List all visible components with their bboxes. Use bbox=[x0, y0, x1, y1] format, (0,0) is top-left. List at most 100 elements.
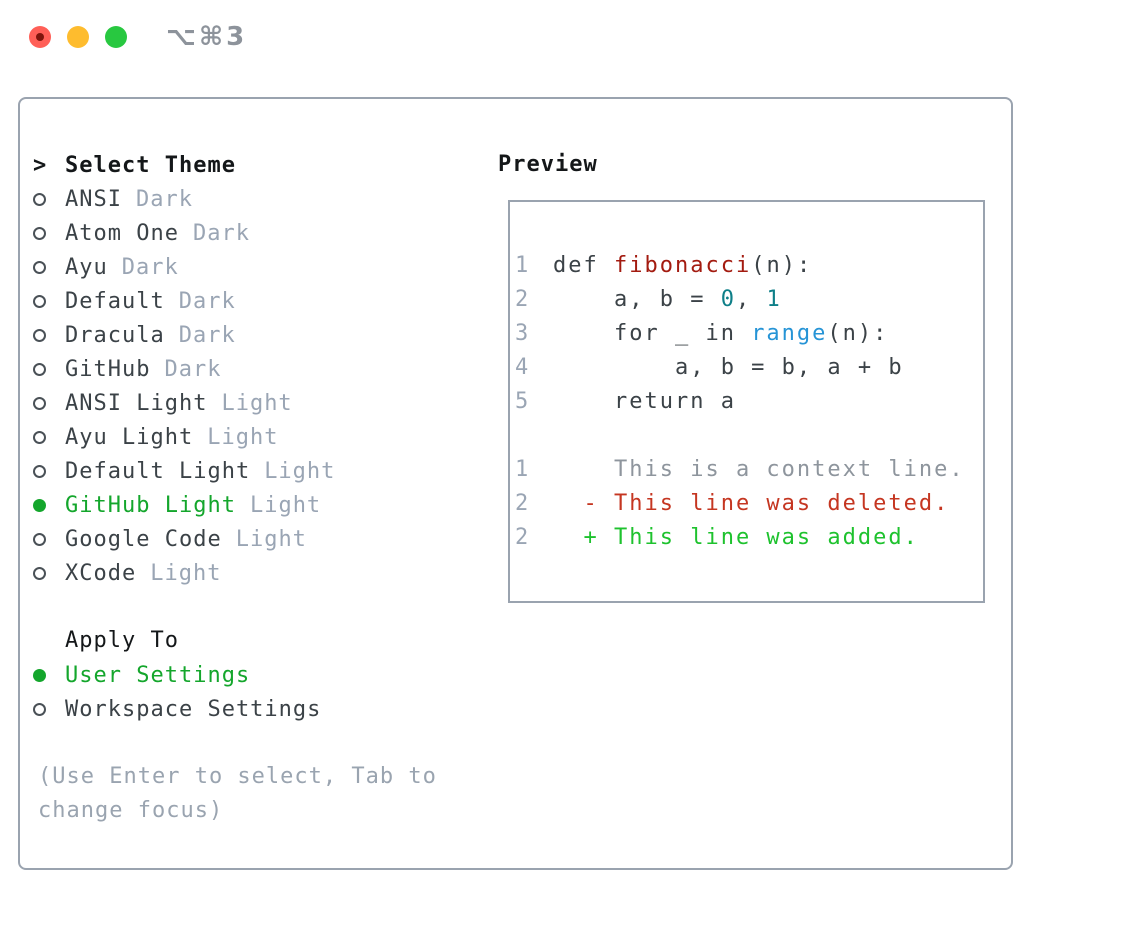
apply-option-label: User Settings bbox=[65, 662, 251, 688]
radio-selected-icon bbox=[33, 498, 46, 512]
line-content: This is a context line. bbox=[553, 453, 965, 487]
line-number: 4 bbox=[515, 355, 531, 380]
apply-option-user-settings[interactable]: User Settings bbox=[33, 658, 321, 692]
code-line: 2 - This line was deleted. bbox=[510, 487, 983, 521]
code-token-fg: def bbox=[553, 253, 614, 278]
zoom-button[interactable] bbox=[105, 26, 127, 48]
radio-slot bbox=[33, 430, 65, 444]
radio-icon bbox=[33, 396, 46, 410]
apply-to-title: Apply To bbox=[65, 628, 179, 653]
prompt-slot: > bbox=[33, 153, 65, 178]
radio-slot bbox=[33, 260, 65, 274]
code-token-del: - This line was deleted. bbox=[553, 491, 950, 516]
theme-option-label: Google Code bbox=[65, 526, 222, 552]
keyboard-hint: (Use Enter to select, Tab to change focu… bbox=[38, 764, 437, 823]
theme-variant-tag: Dark bbox=[121, 254, 179, 280]
radio-slot bbox=[33, 226, 65, 240]
code-token-fg: a, b = bbox=[553, 287, 721, 312]
theme-option-google-code[interactable]: Google Code Light bbox=[33, 522, 335, 556]
line-content: return a bbox=[553, 385, 736, 419]
code-token-num: 1 bbox=[766, 287, 782, 312]
code-token-fg: return a bbox=[553, 389, 736, 414]
radio-icon bbox=[33, 702, 46, 716]
line-number: 1 bbox=[515, 253, 531, 278]
code-line: 2 + This line was added. bbox=[510, 521, 983, 555]
radio-selected-icon bbox=[33, 668, 46, 682]
radio-icon bbox=[33, 430, 46, 444]
radio-icon bbox=[33, 532, 46, 546]
radio-icon bbox=[33, 328, 46, 342]
apply-option-label: Workspace Settings bbox=[65, 696, 322, 722]
line-content: a, b = b, a + b bbox=[553, 351, 904, 385]
line-number: 2 bbox=[515, 525, 531, 550]
theme-option-label: Atom One bbox=[65, 220, 179, 246]
radio-slot bbox=[33, 668, 65, 682]
code-line: 3 for _ in range(n): bbox=[510, 317, 983, 351]
theme-variant-tag: Dark bbox=[192, 220, 250, 246]
apply-option-workspace-settings[interactable]: Workspace Settings bbox=[33, 692, 321, 726]
radio-icon bbox=[33, 294, 46, 308]
theme-variant-tag: Dark bbox=[164, 356, 222, 382]
theme-option-label: Ayu Light bbox=[65, 424, 194, 450]
theme-option-github[interactable]: GitHub Dark bbox=[33, 352, 335, 386]
code-token-func: fibonacci bbox=[613, 253, 752, 278]
line-number: 3 bbox=[515, 321, 531, 346]
radio-slot bbox=[33, 362, 65, 376]
minimize-button[interactable] bbox=[67, 26, 89, 48]
code-token-fg: for _ in bbox=[553, 321, 752, 346]
radio-icon bbox=[33, 362, 46, 376]
window-controls bbox=[29, 26, 127, 48]
theme-option-label: ANSI Light bbox=[65, 390, 208, 416]
code-line: 2 a, b = 0, 1 bbox=[510, 283, 983, 317]
preview-title: Preview bbox=[498, 152, 598, 177]
theme-option-default[interactable]: Default Dark bbox=[33, 284, 335, 318]
code-token-builtin: range bbox=[751, 321, 828, 346]
code-line: 1 This is a context line. bbox=[510, 453, 983, 487]
line-number: 1 bbox=[515, 457, 531, 482]
radio-slot bbox=[33, 702, 65, 716]
radio-icon bbox=[33, 260, 46, 274]
code-line bbox=[510, 419, 983, 453]
theme-option-label: Default bbox=[65, 288, 165, 314]
radio-icon bbox=[33, 226, 46, 240]
line-number: 5 bbox=[515, 389, 531, 414]
theme-variant-tag: Dark bbox=[135, 186, 193, 212]
line-number bbox=[510, 419, 553, 453]
radio-slot bbox=[33, 464, 65, 478]
code-token-ctx: This is a context line. bbox=[553, 457, 965, 482]
theme-option-atom-one[interactable]: Atom One Dark bbox=[33, 216, 335, 250]
radio-slot bbox=[33, 328, 65, 342]
theme-list-header: > Select Theme bbox=[33, 148, 335, 182]
radio-slot bbox=[33, 192, 65, 206]
radio-icon bbox=[33, 192, 46, 206]
unsaved-dot-icon bbox=[36, 33, 44, 41]
theme-variant-tag: Light bbox=[235, 526, 307, 552]
theme-option-label: GitHub bbox=[65, 356, 151, 382]
theme-variant-tag: Dark bbox=[178, 288, 236, 314]
theme-option-label: XCode bbox=[65, 560, 137, 586]
theme-option-label: Default Light bbox=[65, 458, 251, 484]
code-token-fg: a, b = b, a + b bbox=[553, 355, 904, 380]
line-content: + This line was added. bbox=[553, 521, 919, 555]
theme-option-label: Dracula bbox=[65, 322, 165, 348]
close-button[interactable] bbox=[29, 26, 51, 48]
line-content: a, b = 0, 1 bbox=[553, 283, 782, 317]
radio-slot bbox=[33, 396, 65, 410]
radio-slot bbox=[33, 498, 65, 512]
code-line: 4 a, b = b, a + b bbox=[510, 351, 983, 385]
radio-icon bbox=[33, 464, 46, 478]
